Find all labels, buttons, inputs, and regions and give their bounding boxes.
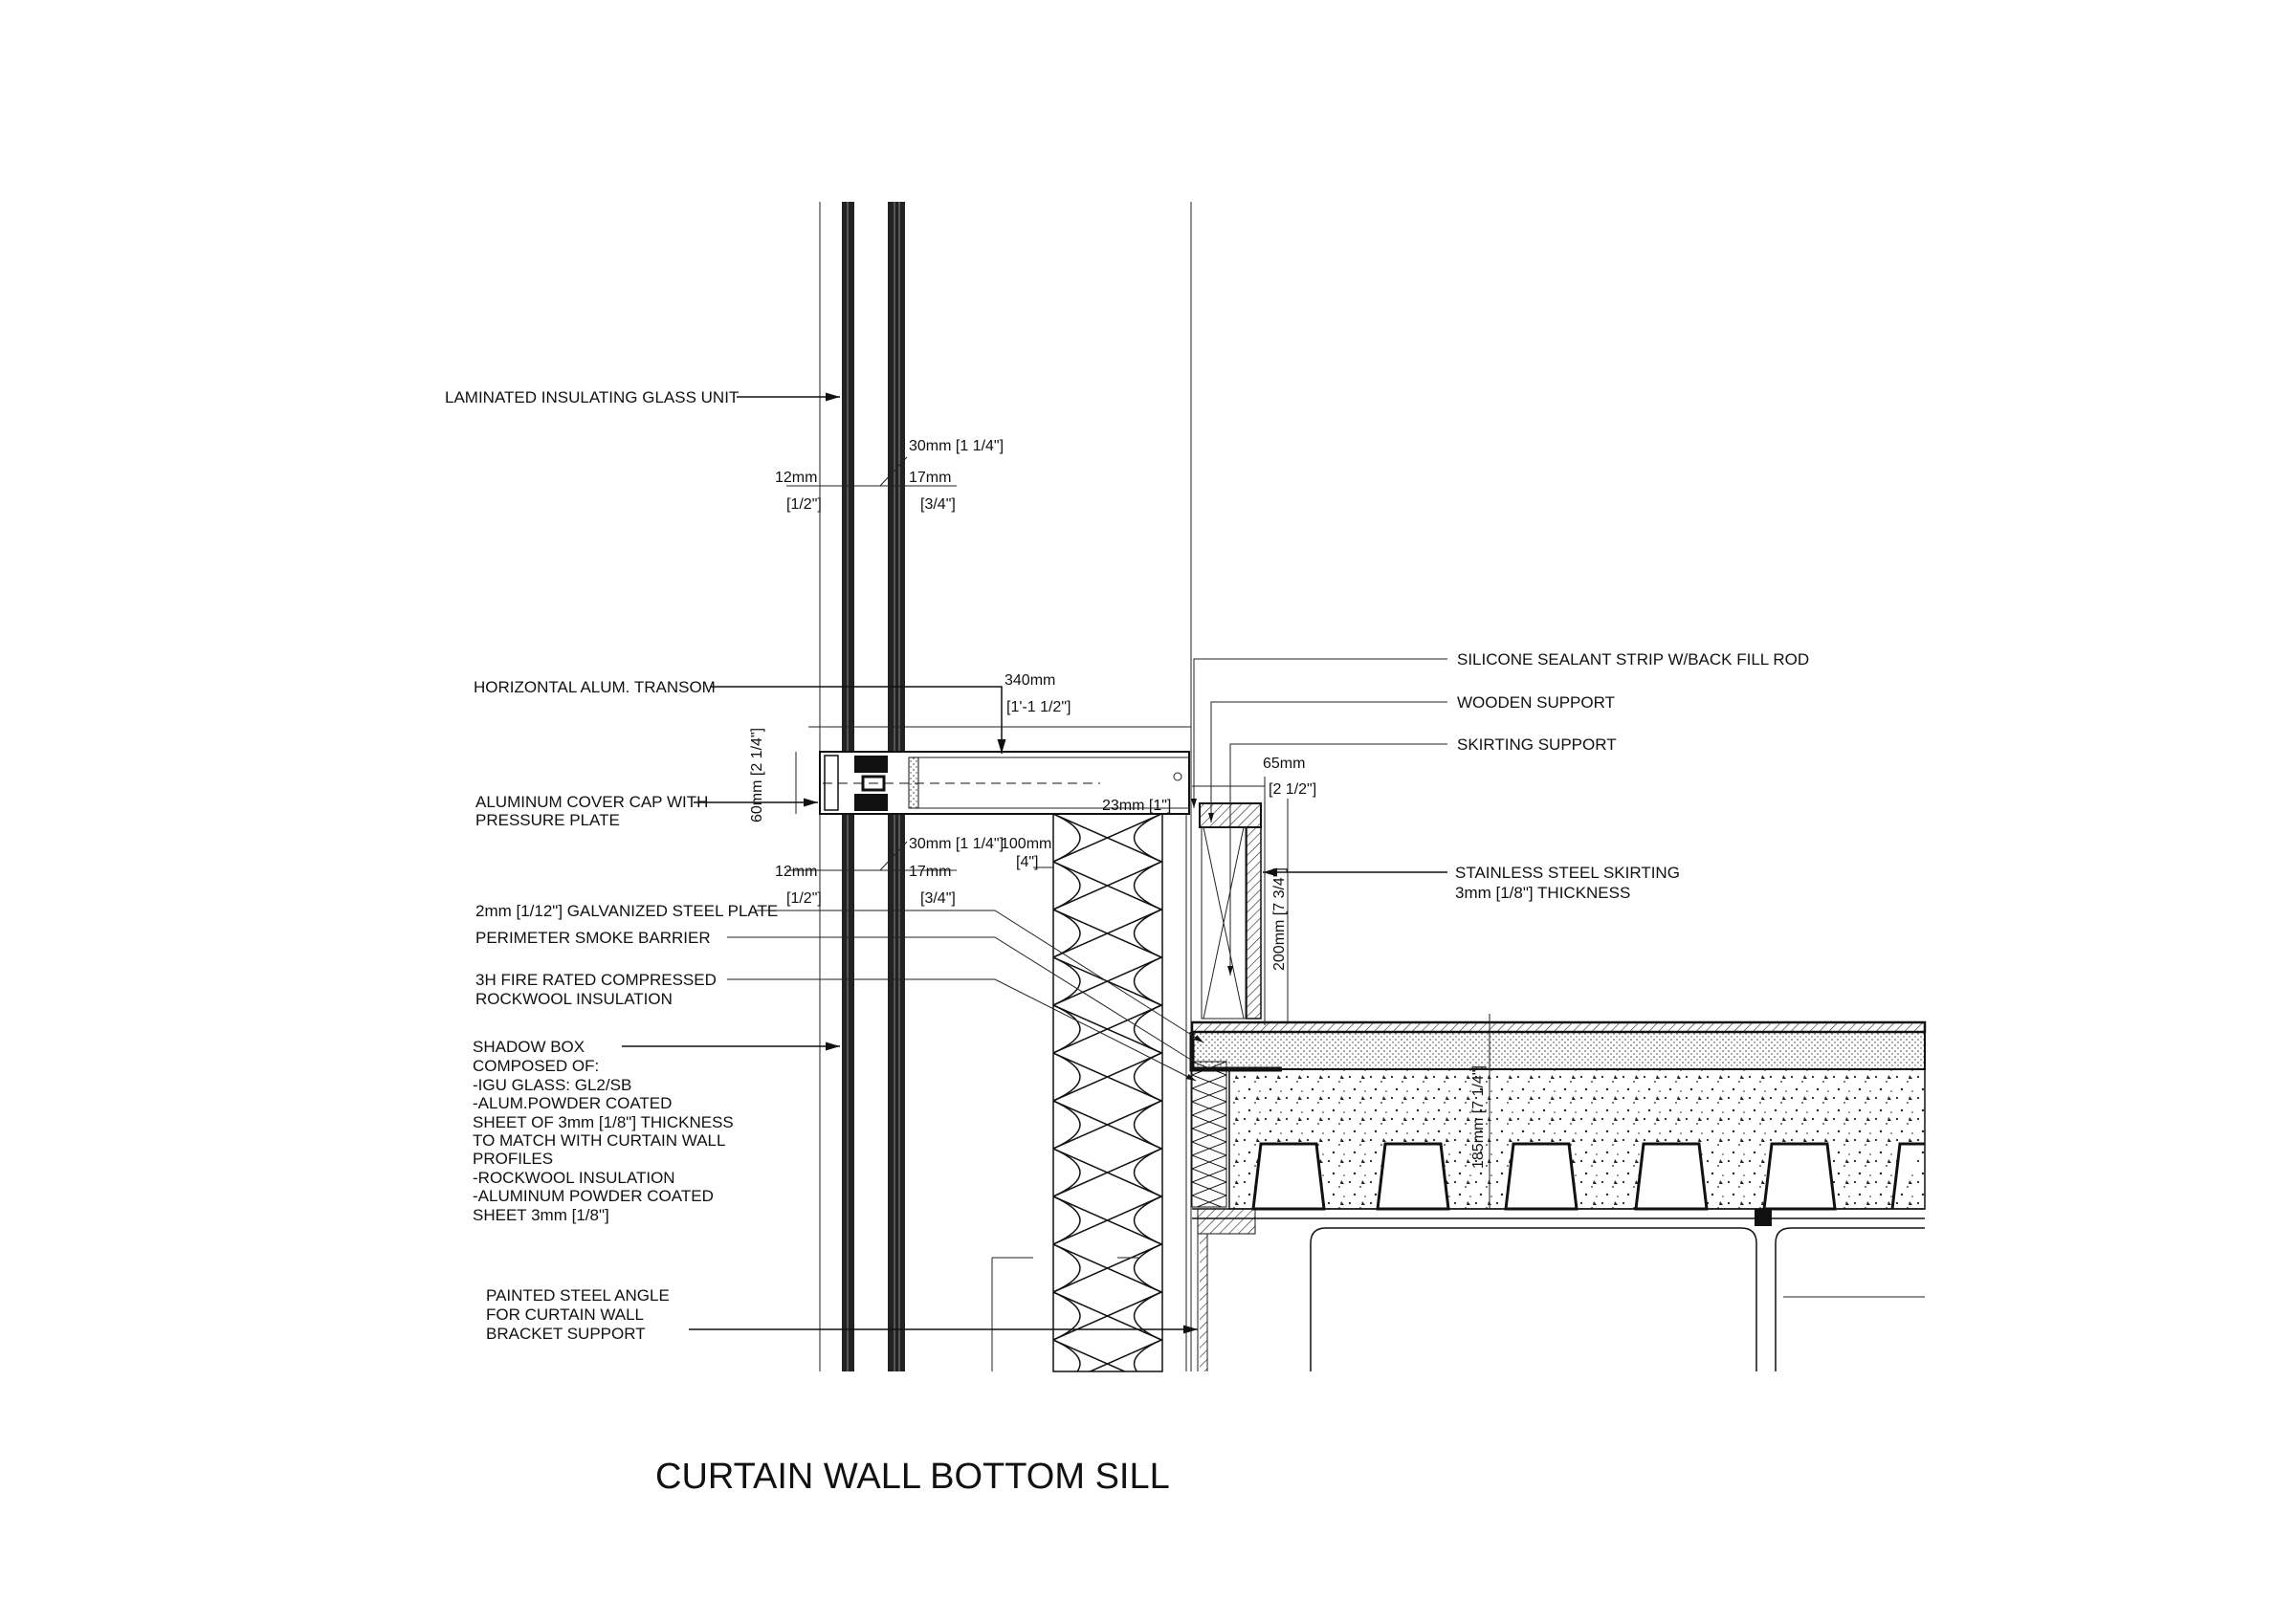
- dim-23: 23mm [1"]: [1102, 798, 1171, 814]
- dim-12-top-in: [1/2"]: [786, 496, 822, 513]
- dim-17-top: 17mm: [909, 470, 951, 486]
- dim-12-bot-in: [1/2"]: [786, 890, 822, 907]
- label-glass-unit: LAMINATED INSULATING GLASS UNIT: [445, 388, 739, 406]
- dim-30-bot: 30mm [1 1/4"]: [909, 836, 1004, 852]
- label-shadow-box: SHEET OF 3mm [1/8"] THICKNESS: [473, 1113, 734, 1131]
- horizontal-transom: [819, 751, 1190, 815]
- label-shadow-box: -ALUM.POWDER COATED: [473, 1094, 672, 1112]
- dim-200: 200mm [7 3/4"]: [1271, 867, 1288, 971]
- label-skirting-support: SKIRTING SUPPORT: [1457, 735, 1617, 754]
- label-shadow-box: SHEET 3mm [1/8"]: [473, 1206, 609, 1224]
- label-shadow-box: COMPOSED OF:: [473, 1057, 599, 1075]
- dim-340-in: [1'-1 1/2"]: [1006, 699, 1071, 715]
- label-shadow-box: SHADOW BOX: [473, 1038, 585, 1056]
- label-rockwool: ROCKWOOL INSULATION: [475, 990, 673, 1008]
- label-shadow-box: -ROCKWOOL INSULATION: [473, 1169, 675, 1187]
- dim-65-in: [2 1/2"]: [1269, 781, 1316, 798]
- label-smoke-barrier: PERIMETER SMOKE BARRIER: [475, 929, 711, 947]
- label-skirting: 3mm [1/8"] THICKNESS: [1455, 884, 1630, 902]
- dim-100: 100mm: [1001, 836, 1051, 852]
- dim-60: 60mm [2 1/4"]: [749, 728, 765, 822]
- dim-17-bot-in: [3/4"]: [920, 890, 956, 907]
- dim-185: 185mm [7 1/4"]: [1470, 1065, 1487, 1169]
- rockwool-insulation: [1052, 813, 1227, 1372]
- label-steel-plate: 2mm [1/12"] GALVANIZED STEEL PLATE: [475, 902, 778, 920]
- label-steel-angle: FOR CURTAIN WALL: [486, 1305, 644, 1324]
- label-shadow-box: -IGU GLASS: GL2/SB: [473, 1076, 631, 1094]
- label-steel-angle: PAINTED STEEL ANGLE: [486, 1286, 670, 1305]
- dim-65: 65mm: [1263, 756, 1305, 772]
- leader-lines: [622, 392, 1447, 1334]
- dim-340: 340mm: [1004, 672, 1055, 689]
- label-sealant: SILICONE SEALANT STRIP W/BACK FILL ROD: [1457, 650, 1809, 669]
- dimension-lines: [786, 456, 1490, 1209]
- label-cover-cap: ALUMINUM COVER CAP WITH: [475, 793, 708, 811]
- label-steel-angle: BRACKET SUPPORT: [486, 1325, 646, 1343]
- label-shadow-box: -ALUMINUM POWDER COATED: [473, 1187, 714, 1205]
- dim-100-in: [4"]: [1016, 854, 1038, 870]
- label-rockwool: 3H FIRE RATED COMPRESSED: [475, 971, 717, 989]
- metal-deck-flutes: [1251, 1142, 1925, 1211]
- concrete-slab: [991, 1020, 1927, 1371]
- dim-17-top-in: [3/4"]: [920, 496, 956, 513]
- dim-12-bot: 12mm: [775, 864, 817, 880]
- label-cover-cap: PRESSURE PLATE: [475, 811, 620, 829]
- label-transom: HORIZONTAL ALUM. TRANSOM: [474, 678, 716, 696]
- dim-12-top: 12mm: [775, 470, 817, 486]
- label-shadow-box: TO MATCH WITH CURTAIN WALL: [473, 1131, 725, 1150]
- label-wooden-support: WOODEN SUPPORT: [1457, 693, 1615, 712]
- label-skirting: STAINLESS STEEL SKIRTING: [1455, 864, 1680, 882]
- annotations: LAMINATED INSULATING GLASS UNIT HORIZONT…: [445, 388, 1809, 1497]
- dim-17-bot: 17mm: [909, 864, 951, 880]
- label-shadow-box: PROFILES: [473, 1150, 553, 1168]
- dim-30-top: 30mm [1 1/4"]: [909, 438, 1004, 454]
- drawing-title: CURTAIN WALL BOTTOM SILL: [655, 1457, 1170, 1497]
